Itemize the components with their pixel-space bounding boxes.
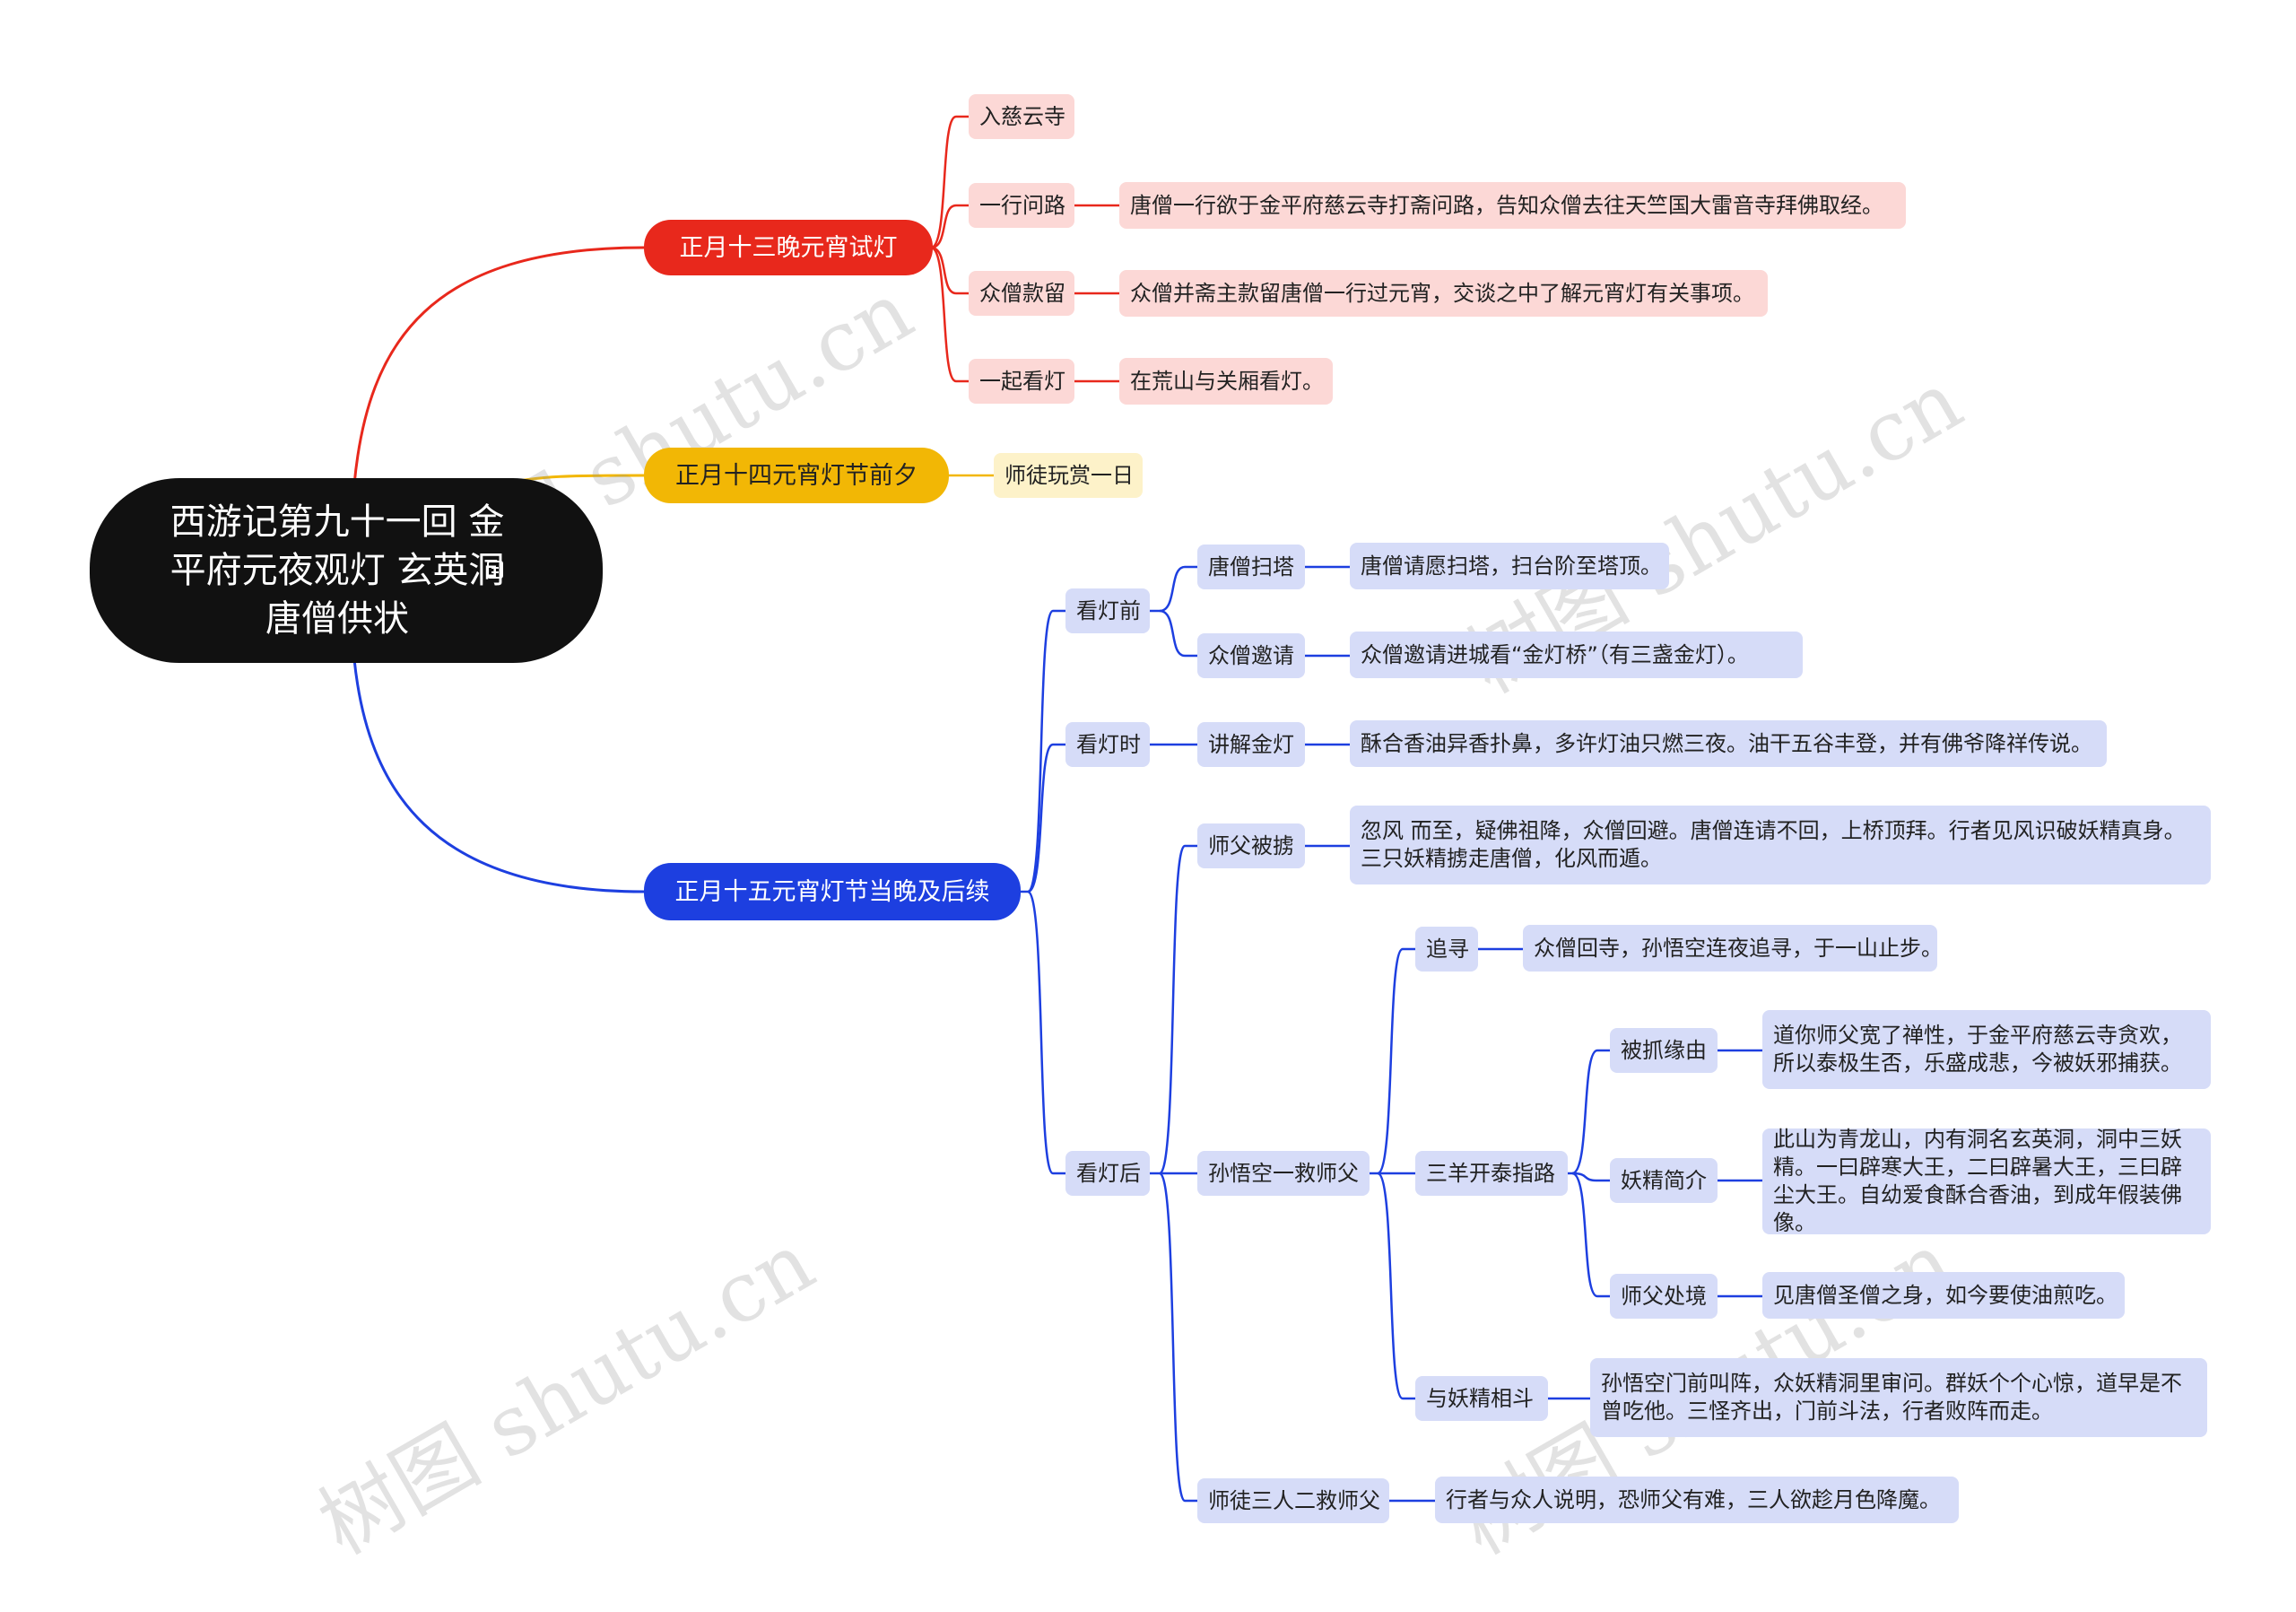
detail-rescue-two: 行者与众人说明，恐师父有难，三人欲趁月色降魔。 — [1435, 1477, 1959, 1523]
topic-fight-demons[interactable]: 与妖精相斗 — [1415, 1376, 1548, 1421]
connector — [1377, 1172, 1415, 1400]
detail-ask-way: 唐僧一行欲于金平府慈云寺打斋问路，告知众僧去往天竺国大雷音寺拜佛取经。 — [1119, 182, 1906, 229]
topic-monks-stay[interactable]: 众僧款留 — [969, 271, 1074, 316]
topic-kidnapped[interactable]: 师父被掳 — [1197, 823, 1305, 868]
topic-before[interactable]: 看灯前 — [1065, 588, 1150, 633]
connector — [1158, 844, 1197, 1175]
detail-invitation: 众僧邀请进城看“金灯桥”（有三盏金灯）。 — [1350, 632, 1803, 678]
topic-rescue-two[interactable]: 师徒三人二救师父 — [1197, 1478, 1389, 1523]
topic-sweep-tower[interactable]: 唐僧扫塔 — [1197, 545, 1305, 589]
detail-demon-intro: 此山为青龙山，内有洞名玄英洞，洞中三妖精。一曰辟寒大王，二曰辟暑大王，三曰辟尘大… — [1762, 1127, 2211, 1235]
topic-master-situation[interactable]: 师父处境 — [1610, 1274, 1718, 1319]
connector — [1158, 1172, 1197, 1503]
connector — [1027, 743, 1065, 893]
topic-enjoy-day[interactable]: 师徒玩赏一日 — [994, 453, 1143, 498]
detail-search: 众僧回寺，孙悟空连夜追寻，于一山止步。 — [1523, 925, 1943, 972]
detail-sweep-tower: 唐僧请愿扫塔，扫台阶至塔顶。 — [1350, 543, 1669, 589]
topic-after[interactable]: 看灯后 — [1065, 1151, 1150, 1196]
connector — [930, 246, 969, 295]
topic-enter-temple[interactable]: 入慈云寺 — [969, 94, 1074, 139]
branch-day13[interactable]: 正月十三晚元宵试灯 — [644, 220, 933, 275]
connector — [930, 115, 969, 249]
detail-kidnapped: 忽风 而至，疑佛祖降，众僧回避。唐僧连请不回，上桥顶拜。行者见风识破妖精真身。三… — [1350, 806, 2211, 884]
connector — [352, 658, 645, 893]
topic-invitation[interactable]: 众僧邀请 — [1197, 633, 1305, 678]
topic-sheep-guide[interactable]: 三羊开泰指路 — [1415, 1151, 1568, 1196]
topic-demon-intro[interactable]: 妖精简介 — [1610, 1158, 1718, 1203]
detail-monks-stay: 众僧并斋主款留唐僧一行过元宵，交谈之中了解元宵灯有关事项。 — [1119, 270, 1768, 317]
root-title: 西游记第九十一回 金平府元夜观灯 玄英洞唐僧供状 — [170, 501, 505, 640]
root-topic[interactable]: 西游记第九十一回 金平府元夜观灯 玄英洞唐僧供状 — [90, 478, 603, 663]
connector — [1026, 890, 1065, 1175]
branch-day15[interactable]: 正月十五元宵灯节当晚及后续 — [644, 863, 1021, 920]
connector — [1571, 1172, 1610, 1182]
topic-search[interactable]: 追寻 — [1415, 927, 1478, 972]
branch-day14[interactable]: 正月十四元宵灯节前夕 — [644, 448, 949, 503]
connector — [1571, 1172, 1610, 1298]
topic-explain-lamp[interactable]: 讲解金灯 — [1197, 722, 1305, 767]
connector — [1026, 609, 1065, 893]
connector — [1159, 565, 1197, 613]
connector — [1571, 1049, 1610, 1175]
detail-watch-lanterns: 在荒山与关厢看灯。 — [1119, 358, 1333, 405]
note-icon[interactable] — [487, 561, 503, 579]
topic-during[interactable]: 看灯时 — [1065, 722, 1150, 767]
detail-explain-lamp: 酥合香油异香扑鼻，多许灯油只燃三夜。油干五谷丰登，并有佛爷降祥传说。 — [1350, 720, 2107, 767]
detail-fight-demons: 孙悟空门前叫阵，众妖精洞里审问。群妖个个心惊，道早是不曾吃他。三怪齐出，门前斗法… — [1590, 1358, 2207, 1437]
topic-watch-lanterns[interactable]: 一起看灯 — [969, 359, 1074, 404]
topic-capture-reason[interactable]: 被抓缘由 — [1610, 1028, 1718, 1073]
topic-rescue-one[interactable]: 孙悟空一救师父 — [1197, 1151, 1370, 1196]
connector — [1376, 947, 1415, 1175]
connector — [1159, 609, 1197, 658]
topic-ask-way[interactable]: 一行问路 — [969, 183, 1074, 228]
detail-capture-reason: 道你师父宽了禅性，于金平府慈云寺贪欢，所以泰极生否，乐盛成悲，今被妖邪捕获。 — [1762, 1010, 2211, 1089]
connector — [352, 246, 645, 485]
detail-master-situation: 见唐僧圣僧之身，如今要使油煎吃。 — [1762, 1272, 2125, 1319]
connector — [930, 204, 969, 249]
connector — [930, 246, 969, 383]
